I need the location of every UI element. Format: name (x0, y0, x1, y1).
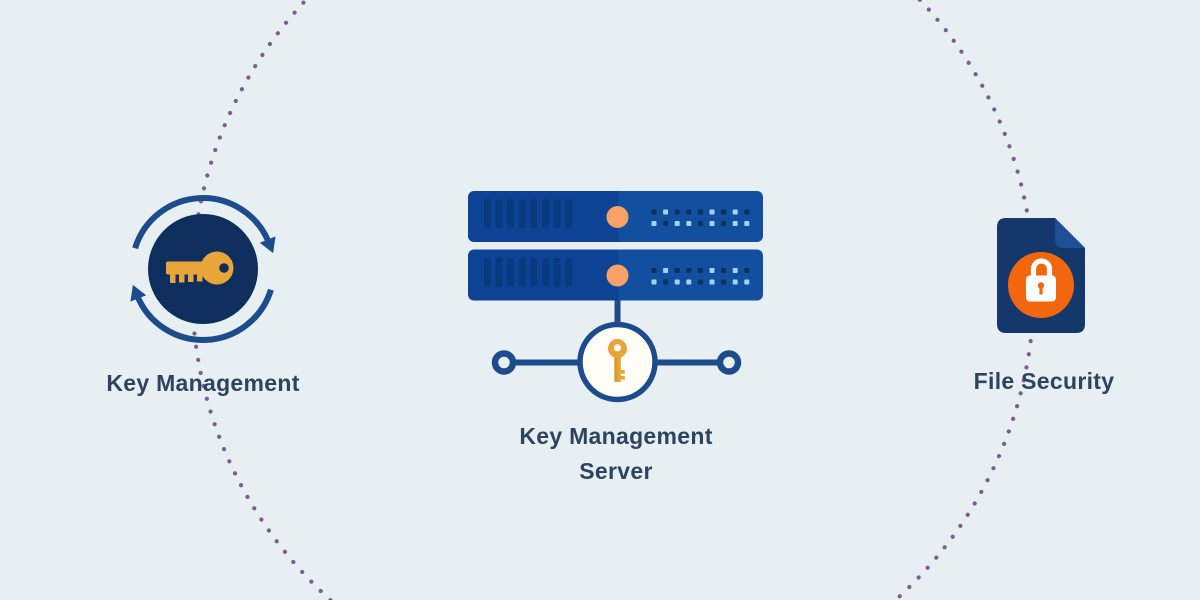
document-fold-corner (1055, 218, 1085, 248)
key-management-server-icon (468, 191, 763, 403)
vertical-key-icon (608, 339, 627, 382)
server-unit1-status-lights (651, 209, 750, 226)
rotation-arrows-icon (130, 195, 276, 343)
key-management-server-label: Key Management Server (466, 419, 766, 489)
padlock-icon (1026, 258, 1056, 302)
left-endpoint-ring-icon (491, 350, 517, 375)
server-unit2-status-lights (651, 268, 750, 285)
server-unit1-drive-bars (484, 199, 573, 228)
server-unit1-power-led (606, 206, 629, 228)
key-management-label: Key Management (106, 370, 300, 396)
key-management-icon (130, 195, 276, 343)
server-unit2-power-led (606, 264, 629, 287)
server-unit2-drive-bars (484, 258, 573, 287)
server-label-line1: Key Management (519, 423, 713, 449)
key-icon (166, 251, 234, 285)
file-security-label: File Security (973, 368, 1115, 394)
right-endpoint-ring-icon (716, 350, 742, 375)
file-security-icon (997, 218, 1085, 333)
server-label-line2: Server (579, 458, 653, 484)
